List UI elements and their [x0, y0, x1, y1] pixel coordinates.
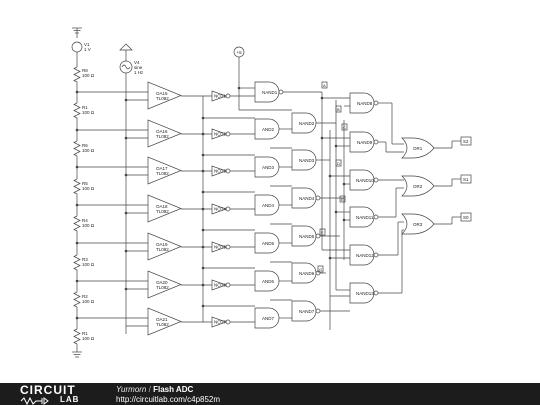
not-label: NOT4 [214, 207, 226, 212]
and-label: AND7 [262, 316, 275, 321]
nand-label: NAND13 [356, 291, 374, 296]
circuitlab-logo[interactable]: CIRCUIT LAB [20, 384, 106, 405]
opamp-part: TL082 [156, 285, 169, 290]
byline-separator: / [148, 385, 151, 394]
nand-label: NAND7 [299, 309, 315, 314]
opamp-part: TL082 [156, 322, 169, 327]
nand-label: NAND9 [357, 140, 373, 145]
and-label: AND4 [262, 203, 275, 208]
resistor-label: R5 [82, 181, 88, 186]
not-label: NOT3 [214, 169, 226, 174]
signal-type: sine [134, 65, 143, 70]
signal-name: V4 [134, 60, 140, 65]
resistor-value: 100 Ω [82, 186, 95, 191]
not-label: NOT5 [214, 245, 226, 250]
nand-label: NAND6 [299, 271, 315, 276]
node-label: C [343, 125, 346, 130]
circuit-url[interactable]: http://circuitlab.com/c4p852m [116, 395, 221, 404]
logo-text-bottom: LAB [60, 395, 80, 404]
and-label: AND6 [262, 279, 275, 284]
opamp-label: OA18 [156, 204, 168, 209]
output-label: S0 [463, 215, 469, 220]
resistor-value: 100 Ω [82, 262, 95, 267]
node-label: F [321, 230, 324, 235]
resistor-label: R1 [82, 331, 88, 336]
or-label: OR3 [413, 222, 423, 227]
or-label: OR2 [413, 184, 423, 189]
opamp-part: TL082 [156, 171, 169, 176]
opamp-label: OA20 [156, 280, 168, 285]
resistor-value: 100 Ω [82, 73, 95, 78]
and-label: NAND1 [262, 90, 278, 95]
nand-label: NAND11 [356, 215, 374, 220]
nand-label: NAND8 [357, 101, 373, 106]
not-label: NOT1 [214, 94, 226, 99]
supply-name: V1 [84, 42, 90, 47]
and-label: AND3 [262, 165, 275, 170]
nand-label: NAND3 [299, 158, 315, 163]
opamp-part: TL082 [156, 134, 169, 139]
opamp-label: OA17 [156, 166, 168, 171]
nand-label: NAND4 [299, 196, 315, 201]
logo-text-top: CIRCUIT [20, 383, 76, 397]
opamp-part: TL082 [156, 96, 169, 101]
not-label: NOT2 [214, 132, 226, 137]
node-label: E [341, 197, 344, 202]
opamp-label: OA15 [156, 91, 168, 96]
resistor-value: 100 Ω [82, 110, 95, 115]
node-label: D [337, 161, 340, 166]
resistor-label: R3 [82, 257, 88, 262]
resistor-label: R1 [82, 105, 88, 110]
node-label: G [319, 267, 322, 272]
and-label: AND5 [262, 241, 275, 246]
node-label: B [337, 107, 340, 112]
nand-label: NAND5 [299, 234, 315, 239]
nand-label: NAND12 [356, 253, 374, 258]
resistor-label: R2 [82, 294, 88, 299]
resistor-value: 100 Ω [82, 299, 95, 304]
nand-label: NAND2 [299, 121, 315, 126]
opamp-label: OA21 [156, 317, 168, 322]
logo-wave-icon [20, 397, 49, 405]
output-label: S2 [463, 139, 469, 144]
resistor-value: 100 Ω [82, 223, 95, 228]
resistor-value: 100 Ω [82, 148, 95, 153]
or-label: OR1 [413, 146, 423, 151]
not-label: NOT7 [214, 320, 226, 325]
not-label: NOT6 [214, 283, 226, 288]
nand-label: NAND10 [356, 178, 374, 183]
resistor-label: R6 [82, 143, 88, 148]
resistor-value: 100 Ω [82, 336, 95, 341]
opamp-part: TL082 [156, 247, 169, 252]
opamp-part: TL082 [156, 209, 169, 214]
opamp-label: OA16 [156, 129, 168, 134]
and-label: AND2 [262, 127, 275, 132]
resistor-label: R8 [82, 68, 88, 73]
opamp-label: OA19 [156, 242, 168, 247]
author-link[interactable]: Yurmorn [116, 385, 147, 394]
resistor-label: R4 [82, 218, 88, 223]
signal-freq: 1 Hz [134, 70, 144, 75]
circuit-byline: Yurmorn / Flash ADC [116, 385, 193, 394]
footer-bar: CIRCUIT LAB Yurmorn / Flash ADC http://c… [0, 383, 540, 405]
node-label: A [323, 83, 326, 88]
circuit-title[interactable]: Flash ADC [153, 385, 194, 394]
supply-value: 1 V [84, 47, 91, 52]
logic-high-label: +5 [237, 50, 243, 55]
output-label: S1 [463, 177, 469, 182]
